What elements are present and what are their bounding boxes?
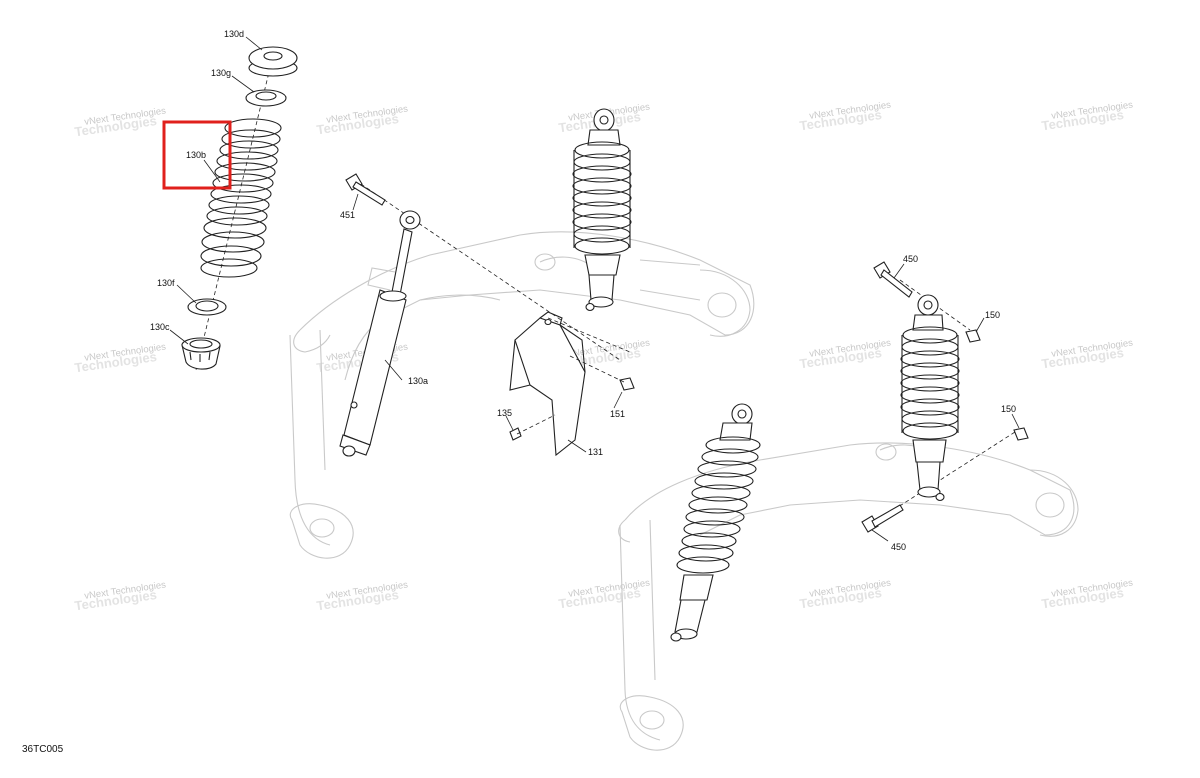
watermark: Technologies vNext Technologies [799, 338, 892, 372]
callout-130b: 130b [186, 150, 206, 160]
exploded-spring-assembly [181, 46, 298, 371]
callout-130c: 130c [150, 322, 170, 332]
callout-135: 135 [497, 408, 512, 418]
ghosted-frame-lower [618, 442, 1079, 751]
callout-130g: 130g [211, 68, 231, 78]
watermark: Technologies vNext Technologies [74, 580, 167, 614]
callout-450-top: 450 [903, 254, 918, 264]
callout-130a: 130a [408, 376, 428, 386]
bolt-axis [547, 317, 631, 353]
bolt-axis [569, 355, 625, 383]
spring-cap-130d [248, 46, 298, 77]
watermark: Technologies vNext Technologies [1041, 100, 1134, 134]
callout-130f: 130f [157, 278, 175, 288]
bracket-131 [509, 311, 635, 457]
callout-451: 451 [340, 210, 355, 220]
leader-lines [169, 36, 1020, 542]
washer-130g [245, 89, 287, 107]
bolt-axis [354, 179, 621, 361]
callout-450-bottom: 450 [891, 542, 906, 552]
callout-151: 151 [610, 409, 625, 419]
adjuster-collar-130c [181, 337, 221, 370]
watermark: Technologies vNext Technologies [316, 104, 409, 138]
watermark: Technologies vNext Technologies [1041, 578, 1134, 612]
watermark: Technologies vNext Technologies [74, 342, 167, 376]
washer-130f [187, 298, 227, 316]
callout-150-top: 150 [985, 310, 1000, 320]
shock-absorber-130a [339, 173, 631, 457]
watermark-layer: Technologies vNext Technologies Technolo… [74, 100, 1134, 614]
assembled-shock-lower [670, 403, 761, 642]
watermark: Technologies vNext Technologies [558, 578, 651, 612]
watermark: Technologies vNext Technologies [74, 106, 167, 140]
assembled-shock-upper [572, 108, 632, 312]
bolt-axis [516, 414, 556, 435]
callout-130d: 130d [224, 29, 244, 39]
bolt-451 [345, 173, 386, 206]
watermark: Technologies vNext Technologies [1041, 338, 1134, 372]
callout-150-right: 150 [1001, 404, 1016, 414]
highlight-box-130b [162, 120, 232, 190]
callout-131: 131 [588, 447, 603, 457]
watermark: Technologies vNext Technologies [799, 578, 892, 612]
watermark: Technologies vNext Technologies [799, 100, 892, 134]
coil-spring-130b [200, 118, 282, 278]
watermark: Technologies vNext Technologies [316, 580, 409, 614]
figure-code: 36TC005 [22, 744, 64, 755]
callout-labels: 130d 130g 130b 130f 130c 451 130a 135 15… [150, 29, 1016, 552]
assembled-shock-right [861, 261, 1029, 533]
